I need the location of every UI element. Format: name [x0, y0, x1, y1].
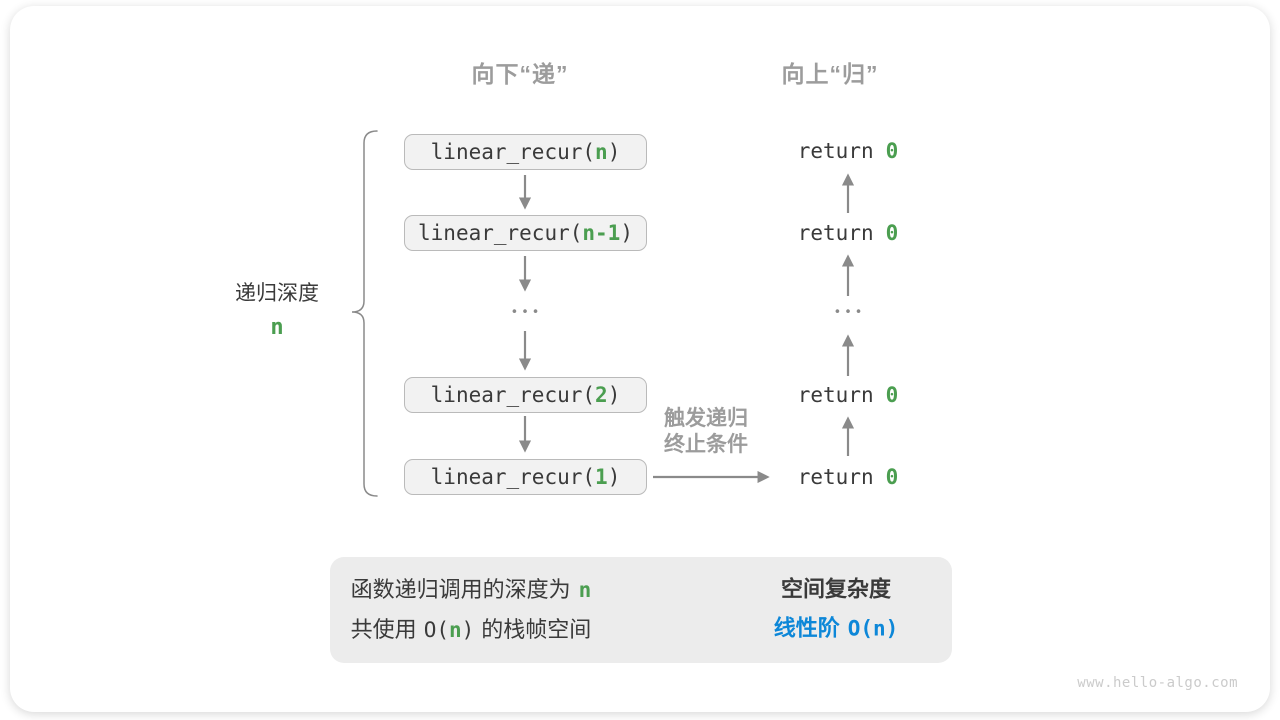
- call-suffix: ): [607, 465, 621, 489]
- summary-depth-line: 函数递归调用的深度为 n: [351, 570, 592, 610]
- call-box-n-1: linear_recur(n-1): [404, 215, 647, 251]
- return-statement: return 0: [798, 383, 899, 407]
- complexity-code: O(n): [847, 616, 899, 641]
- summary-conclusion: 空间复杂度 线性阶 O(n): [774, 570, 899, 649]
- watermark: www.hello-algo.com: [1077, 675, 1238, 691]
- call-text: linear_recur(1): [431, 465, 621, 489]
- call-box-2: linear_recur(2): [404, 377, 647, 413]
- base-case-line1: 触发递归: [664, 407, 748, 430]
- summary-depth-text: 函数递归调用的深度为: [350, 577, 571, 602]
- call-suffix: ): [607, 140, 621, 164]
- call-arg: n: [595, 140, 608, 164]
- summary-space-code: O(n): [424, 618, 475, 642]
- call-prefix: linear_recur(: [430, 140, 596, 164]
- summary-depth-value: n: [578, 578, 592, 602]
- depth-label: 递归深度 n: [235, 283, 319, 339]
- call-suffix: ): [620, 221, 633, 245]
- return-statement: return 0: [798, 221, 899, 245]
- return-statement: return 0: [798, 465, 899, 489]
- return-value: 0: [885, 465, 899, 489]
- call-text: linear_recur(n): [431, 140, 621, 164]
- summary-panel: [330, 557, 952, 663]
- call-arg: n-1: [582, 221, 621, 245]
- return-statement: return 0: [798, 139, 899, 163]
- return-keyword: return: [797, 383, 874, 407]
- return-keyword: return: [797, 139, 874, 163]
- call-box-n: linear_recur(n): [404, 134, 647, 170]
- summary-space-suffix: 的栈帧空间: [481, 617, 592, 642]
- complexity-title: 空间复杂度: [780, 576, 891, 602]
- call-box-1: linear_recur(1): [404, 459, 647, 495]
- call-prefix: linear_recur(: [418, 221, 583, 245]
- call-text: linear_recur(2): [431, 383, 621, 407]
- call-text: linear_recur(n-1): [418, 221, 633, 245]
- return-value: 0: [885, 383, 899, 407]
- big-o-value: n: [448, 618, 462, 642]
- header-descend: 向下“递”: [471, 61, 569, 87]
- return-value: 0: [885, 139, 899, 163]
- complexity-result: 线性阶 O(n): [774, 609, 899, 649]
- complexity-label: 线性阶: [773, 615, 840, 641]
- base-case-label: 触发递归 终止条件: [664, 406, 748, 458]
- call-arg: 2: [595, 383, 608, 407]
- call-prefix: linear_recur(: [430, 383, 596, 407]
- big-o-open: O(: [423, 618, 449, 642]
- call-prefix: linear_recur(: [430, 465, 596, 489]
- return-ellipsis: •••: [835, 303, 867, 319]
- depth-label-value: n: [270, 315, 284, 340]
- call-suffix: ): [607, 383, 621, 407]
- summary-space-prefix: 共使用: [350, 617, 417, 642]
- depth-label-title: 递归深度: [235, 282, 319, 305]
- return-keyword: return: [797, 465, 874, 489]
- call-arg: 1: [595, 465, 608, 489]
- big-o-close: ): [461, 618, 475, 642]
- base-case-line2: 终止条件: [664, 433, 748, 456]
- header-ascend: 向上“归”: [781, 61, 879, 87]
- return-keyword: return: [797, 221, 874, 245]
- return-value: 0: [885, 221, 899, 245]
- call-stack-ellipsis: •••: [512, 303, 544, 319]
